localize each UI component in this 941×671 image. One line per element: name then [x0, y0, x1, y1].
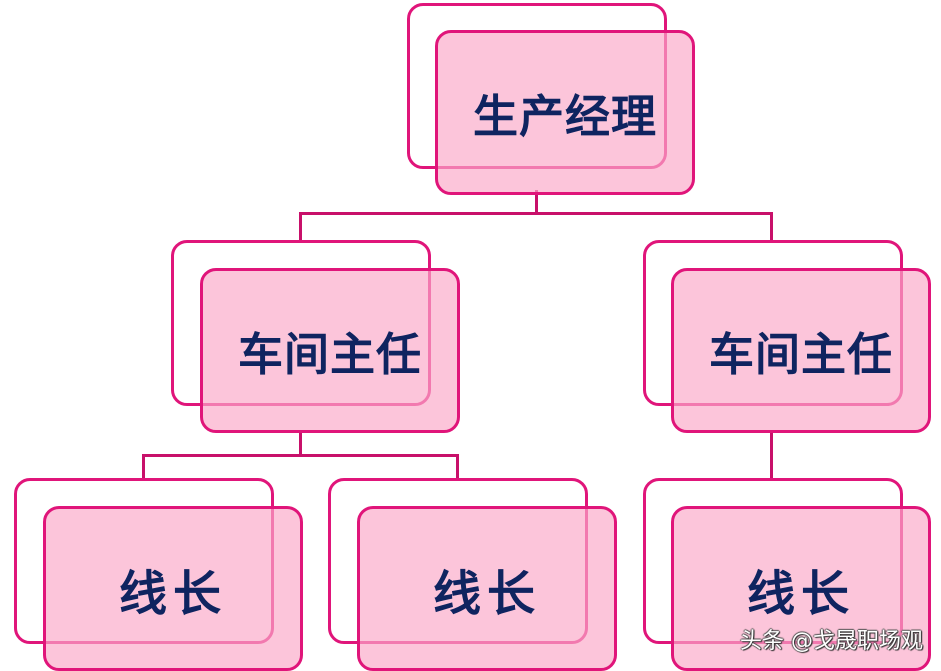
- workshop-director-left-label: 车间主任: [237, 328, 422, 381]
- workshop-director-left-node[interactable]: 车间主任: [200, 268, 460, 433]
- line-leader-2-node[interactable]: 线长: [357, 506, 617, 671]
- workshop-director-right-node[interactable]: 车间主任: [671, 268, 931, 433]
- line-leader-3-label: 线长: [746, 565, 855, 622]
- connector-level3-left-horizontal: [142, 454, 459, 457]
- connector-right-manager-down: [770, 430, 773, 480]
- root-node-label: 生产经理: [472, 90, 657, 143]
- connector-level3-a-down: [142, 454, 145, 480]
- line-leader-1-node[interactable]: 线长: [43, 506, 303, 671]
- connector-level2-left-down: [299, 212, 302, 242]
- watermark: 头条 @戈晟职场观: [740, 629, 923, 654]
- line-leader-1-label: 线长: [118, 565, 227, 622]
- workshop-director-right-label: 车间主任: [708, 328, 893, 381]
- connector-level3-b-down: [456, 454, 459, 480]
- root-node[interactable]: 生产经理: [435, 30, 695, 195]
- line-leader-2-label: 线长: [432, 565, 541, 622]
- connector-left-manager-down: [299, 430, 302, 456]
- connector-root-down: [535, 190, 538, 214]
- connector-level2-right-down: [770, 212, 773, 242]
- line-leader-3-node[interactable]: 线长: [671, 506, 931, 671]
- connector-level2-horizontal: [299, 212, 773, 215]
